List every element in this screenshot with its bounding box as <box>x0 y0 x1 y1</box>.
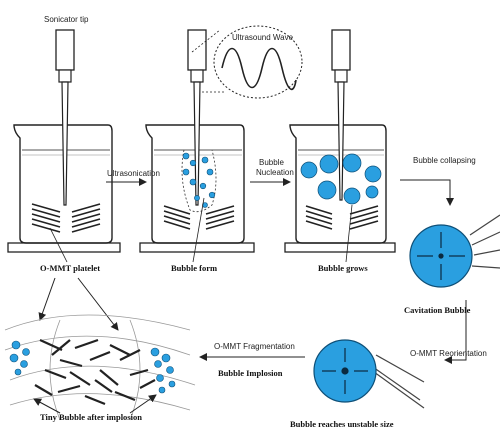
bubble-grows-label: Bubble grows <box>318 263 368 273</box>
wave-icon <box>221 47 297 91</box>
unstable-bubble-figure: O-MMT Reorientation Bubble reaches unsta… <box>290 339 487 429</box>
sonicator-probe-3 <box>337 81 345 201</box>
beaker-base-3 <box>284 242 396 253</box>
cavitation-bubble-figure: Cavitation Bubble <box>404 214 500 315</box>
bubble-collapsing-label: Bubble collapsing <box>413 156 476 165</box>
small-bubbles-2 <box>182 152 216 208</box>
arrow-to-unstable <box>444 300 467 364</box>
cavitation-bubble-label: Cavitation Bubble <box>404 305 471 315</box>
arrow-collapsing <box>400 179 454 206</box>
sonicator-body-3 <box>331 29 351 71</box>
tiny-bubbles <box>9 340 176 394</box>
beaker-3 <box>284 29 396 253</box>
ultrasound-wave-callout: Ultrasound Wave <box>191 25 303 99</box>
beaker-base-1 <box>7 242 121 253</box>
platelet-stack-3 <box>305 205 379 230</box>
platelet-stack-2 <box>163 205 235 230</box>
beaker-2 <box>139 29 255 253</box>
arrow-platelet-right <box>77 277 119 331</box>
beaker-glass-3 <box>289 124 387 244</box>
sonicator-body-1 <box>55 29 75 71</box>
sonicator-tip-label: Sonicator tip <box>44 15 89 24</box>
beaker-base-2 <box>139 242 255 253</box>
sonicator-body-2 <box>187 29 207 71</box>
bubble-nucleation-label-2: Nucleation <box>256 168 294 177</box>
beaker-1 <box>7 29 121 253</box>
arrow-platelet-left <box>38 277 56 321</box>
ommt-fragmentation-label: O-MMT Fragmentation <box>214 342 295 351</box>
wave-magnifier <box>213 25 303 99</box>
bubble-unstable-label: Bubble reaches unstable size <box>290 419 394 429</box>
sonicator-probe-2 <box>193 81 201 206</box>
beaker-glass-2 <box>145 124 245 244</box>
bubble-form-label: Bubble form <box>171 263 217 273</box>
tiny-bubble-label: Tiny Bubble after implosion <box>40 412 142 422</box>
bubble-implosion-label: Bubble Implosion <box>218 368 283 378</box>
fragments-figure: Tiny Bubble after implosion <box>4 314 196 422</box>
bubble-nucleation-label-1: Bubble <box>259 158 284 167</box>
ultrasonication-label: Ultrasonication <box>107 169 160 178</box>
beaker-glass-1 <box>13 124 113 244</box>
ultrasound-wave-label: Ultrasound Wave <box>232 33 294 42</box>
sonicator-probe-1 <box>61 81 69 206</box>
ommt-fragments <box>34 338 156 406</box>
platelet-stack-1 <box>31 203 101 233</box>
large-bubbles-3 <box>300 153 382 205</box>
ommt-reorientation-label: O-MMT Reorientation <box>410 349 487 358</box>
ommt-platelet-label: O-MMT platelet <box>40 263 100 273</box>
